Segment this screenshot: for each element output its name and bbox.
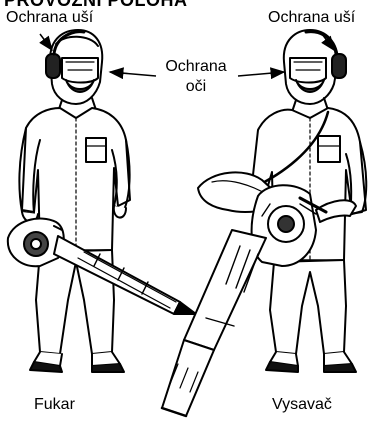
ear-arrow-left [40,34,52,50]
eye-protection-line1: Ochrana [154,57,238,77]
eye-arrow-right [238,72,284,76]
blower-caption: Fukar [34,396,75,414]
vacuum-device [162,172,326,416]
vacuum-caption: Vysavač [272,396,332,414]
ear-protection-label-right: Ochrana uší [268,9,355,27]
ear-protection-label-left: Ochrana uší [6,9,93,27]
eye-arrow-left [110,72,156,76]
blower-operator-figure [19,30,130,372]
eye-protection-line2: oči [154,77,238,97]
eye-protection-label: Ochrana oči [154,57,238,97]
